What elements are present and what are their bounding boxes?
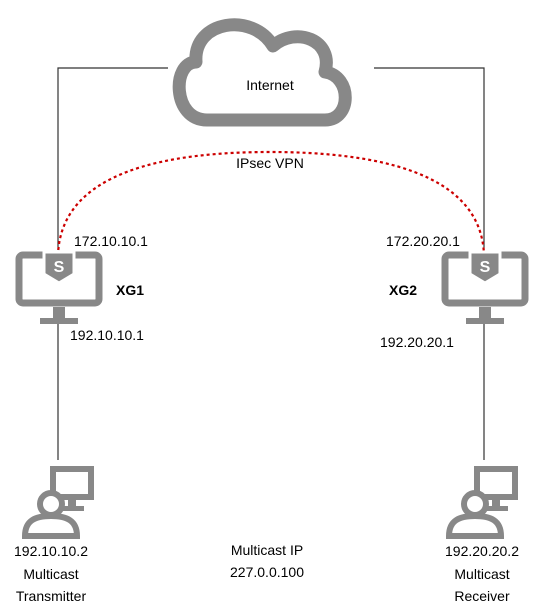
transmitter-ip: 192.10.10.2 xyxy=(14,543,88,559)
transmitter-role-line1: Multicast xyxy=(23,566,79,582)
internet-label: Internet xyxy=(246,77,294,93)
transmitter-role-line2: Transmitter xyxy=(15,588,87,604)
receiver-ip: 192.20.20.2 xyxy=(445,543,519,559)
internet-cloud-icon xyxy=(172,18,352,127)
xg2-lan-ip: 192.20.20.1 xyxy=(380,334,454,350)
xg1-internet-link xyxy=(57,67,168,250)
xg1-name: XG1 xyxy=(116,282,145,298)
xg2-wan-ip: 172.20.20.1 xyxy=(386,233,460,249)
svg-text:S: S xyxy=(480,259,491,276)
xg1-wan-ip: 172.10.10.1 xyxy=(74,233,148,249)
xg1-firewall-icon: S xyxy=(15,250,103,324)
transmitter-user-computer-icon xyxy=(21,466,94,539)
multicast-ip-address: 227.0.0.100 xyxy=(230,564,304,580)
ipsec-vpn-tunnel xyxy=(56,150,486,257)
xg1-lan-ip: 192.10.10.1 xyxy=(70,327,144,343)
xg2-internet-link xyxy=(374,67,485,250)
xg2-firewall-icon: S xyxy=(441,250,529,324)
svg-text:S: S xyxy=(54,259,65,276)
receiver-user-computer-icon xyxy=(445,466,518,539)
connection-lines xyxy=(57,67,485,460)
xg2-name: XG2 xyxy=(389,282,418,298)
receiver-role-line1: Multicast xyxy=(454,566,510,582)
multicast-ip-title: Multicast IP xyxy=(230,542,304,558)
ipsec-vpn-label: IPsec VPN xyxy=(236,155,304,171)
receiver-role-line2: Receiver xyxy=(454,588,510,604)
